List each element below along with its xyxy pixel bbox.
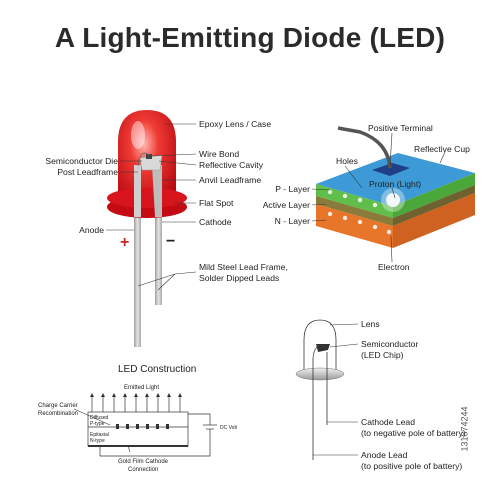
label-lead-frame-line2: Solder Dipped Leads: [199, 273, 279, 283]
label-proton: Proton (Light): [369, 179, 421, 189]
page-title: A Light-Emitting Diode (LED): [54, 22, 446, 53]
label-p-layer: P - Layer: [275, 184, 310, 194]
led-leader-lines: [106, 123, 197, 291]
label-active-layer: Active Layer: [263, 200, 310, 210]
post-leadframe: [134, 165, 141, 217]
label-connection: Connection: [128, 467, 158, 473]
chip-cross-section: [316, 126, 475, 248]
label-semiconductor-die: Semiconductor Die: [45, 156, 118, 166]
stock-id-watermark: 131874244: [460, 380, 498, 480]
label-n-layer: N - Layer: [275, 216, 310, 226]
label-positive-terminal: Positive Terminal: [368, 123, 433, 133]
label-reflective-cup: Reflective Cup: [414, 144, 470, 154]
anvil-leadframe: [152, 165, 162, 217]
semiconductor-die: [146, 154, 152, 159]
label-holes: Holes: [336, 156, 358, 166]
label-epitaxial: Epitaxial: [90, 432, 109, 438]
anode-lead: [134, 215, 141, 347]
label-led-chip: (LED Chip): [361, 350, 404, 360]
wire-bond: [137, 152, 150, 167]
label-semiconductor: Semiconductor: [361, 339, 418, 349]
construction-heading: LED Construction: [118, 364, 196, 375]
outline-led: [295, 319, 345, 460]
terminal-wire: [337, 126, 392, 169]
minus-sign: −: [166, 233, 175, 250]
label-anode: Anode: [79, 225, 104, 235]
label-anode-lead-note: (to positive pole of battery): [361, 461, 462, 471]
label-post-leadframe: Post Leadframe: [57, 167, 118, 177]
label-flat-spot: Flat Spot: [199, 198, 234, 208]
label-diffused: Diffused: [90, 415, 108, 421]
label-gold-film: Gold Film Cathode: [118, 459, 169, 465]
label-anvil-leadframe: Anvil Leadframe: [199, 175, 261, 185]
stock-id-text: 131874244: [459, 406, 470, 452]
label-electron: Electron: [378, 262, 410, 272]
plus-sign: +: [120, 234, 129, 251]
label-lens: Lens: [361, 319, 380, 329]
label-p-type: P-type: [90, 421, 105, 427]
label-lead-frame-line1: Mild Steel Lead Frame,: [199, 262, 288, 272]
label-emitted-light: Emitted Light: [124, 385, 159, 391]
label-n-type: N-type: [90, 438, 105, 444]
label-cathode-lead: Cathode Lead: [361, 417, 415, 427]
chip-leader-lines: [311, 132, 446, 263]
red-led-illustration: [107, 110, 187, 347]
cathode-lead: [155, 215, 162, 305]
label-epoxy-lens: Epoxy Lens / Case: [199, 119, 271, 129]
label-recombination: Recombination: [38, 411, 78, 417]
label-cathode-lead-note: (to negative pole of battery): [361, 428, 466, 438]
outline-leader-lines: [313, 323, 359, 456]
label-dc-volt: DC Volt: [220, 425, 238, 431]
construction-schematic: [87, 393, 217, 457]
label-charge-carrier: Charge Carrier: [38, 403, 78, 409]
label-anode-lead: Anode Lead: [361, 450, 408, 460]
label-reflective-cavity: Reflective Cavity: [199, 160, 264, 170]
label-cathode: Cathode: [199, 217, 232, 227]
label-wire-bond: Wire Bond: [199, 149, 239, 159]
